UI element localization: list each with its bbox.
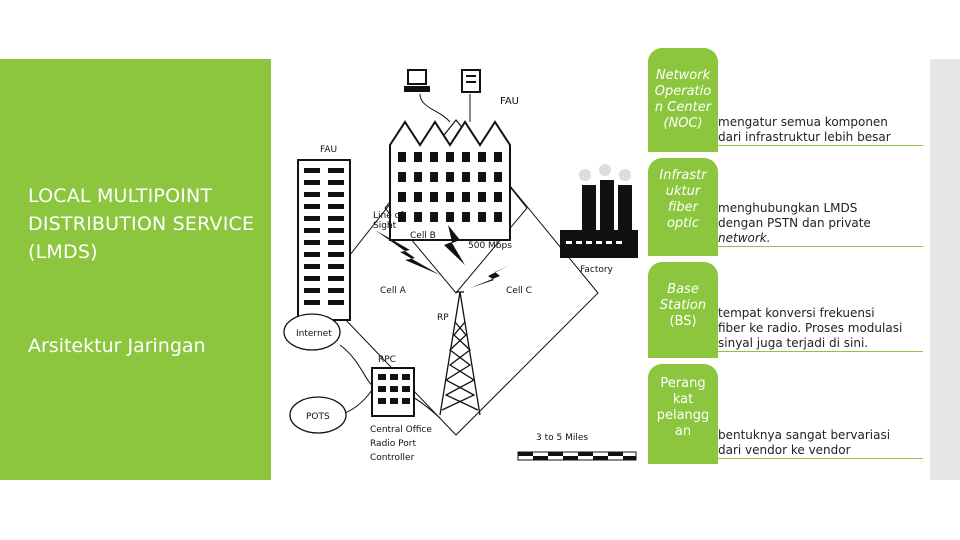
lightning-icon: [470, 265, 510, 288]
cable: [339, 344, 373, 386]
component-fiber: Infrastr uktur fiber optic: [648, 158, 718, 256]
building-icon: [389, 120, 511, 241]
tall-building-icon: [297, 159, 351, 321]
label-rpc: RPC: [378, 355, 396, 365]
label-central-office: Central Office Radio Port Controller: [370, 425, 435, 463]
label-cell-a: Cell A: [380, 286, 407, 296]
scale-bar: [517, 451, 637, 461]
internet-cloud-icon: [283, 313, 341, 351]
slide-title: LOCAL MULTIPOINT DISTRIBUTION SERVICE (L…: [28, 185, 255, 263]
lmds-network-diagram: FAU FAU Facto: [283, 69, 638, 463]
label-fau-left: FAU: [320, 145, 337, 155]
pots-cloud-icon: [289, 396, 347, 434]
title-panel: [0, 59, 271, 480]
side-bar: [930, 59, 960, 480]
component-noc-description: mengatur semua komponen dari infrastrukt…: [718, 115, 923, 146]
factory-icon: [560, 164, 638, 258]
lightning-icon: [444, 225, 465, 265]
slide-subtitle: Arsitektur Jaringan: [28, 335, 206, 357]
radio-tower-icon: [439, 291, 481, 416]
label-internet: Internet: [296, 329, 332, 339]
component-fiber-description: menghubungkan LMDS dengan PSTN dan priva…: [718, 201, 923, 247]
label-mbps: 500 Mbps: [468, 241, 512, 251]
component-customer-equipment-description: bentuknya sangat bervariasi dari vendor …: [718, 428, 923, 459]
label-cell-c: Cell C: [506, 286, 532, 296]
label-scale: 3 to 5 Miles: [536, 433, 588, 443]
component-base-station-description: tempat konversi frekuensi fiber ke radio…: [718, 306, 923, 352]
phone-icon: [461, 69, 481, 93]
cell-area-diamond: [319, 119, 599, 436]
computer-icon: [404, 69, 430, 92]
component-customer-equipment: Perang kat pelangg an: [648, 364, 718, 464]
component-noc: Network Operatio n Center (NOC): [648, 48, 718, 152]
component-base-station: Base Station (BS): [648, 262, 718, 358]
central-office-icon: [371, 367, 415, 417]
label-rp: RP: [437, 313, 449, 323]
label-cell-b: Cell B: [410, 231, 436, 241]
label-factory: Factory: [580, 265, 614, 275]
label-line-of-sight: Line of Sight: [373, 211, 406, 231]
label-pots: POTS: [306, 412, 330, 422]
lightning-icon: [375, 230, 440, 275]
label-fau-top: FAU: [500, 96, 519, 107]
connector: [419, 93, 451, 123]
